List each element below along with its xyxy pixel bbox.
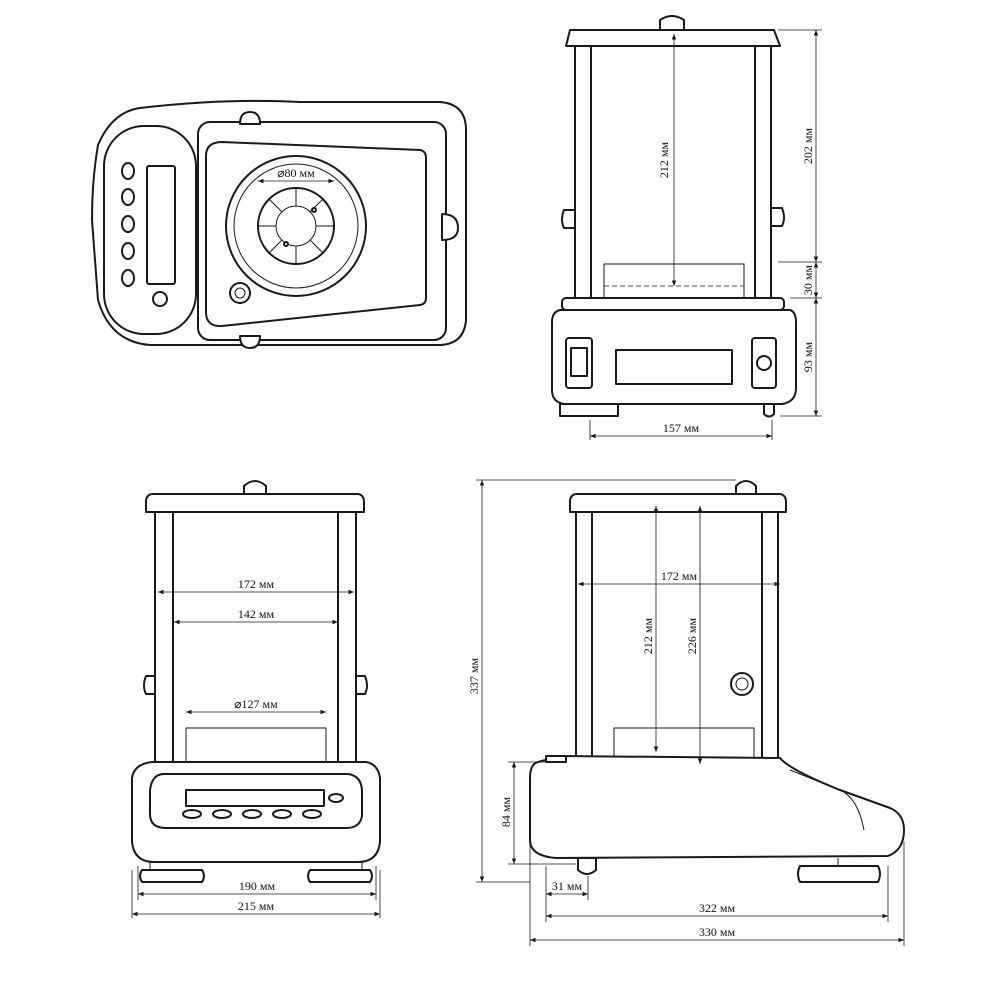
side-height-212-label: 212 мм (641, 618, 655, 655)
front-view-glass-right (337, 511, 357, 771)
back-height-platform-label: 30 мм (801, 265, 815, 296)
back-height-chamber-label: 212 мм (657, 142, 671, 179)
side-height-base-label: 84 мм (499, 797, 513, 828)
front-view-top-knob (243, 480, 267, 495)
front-view-key-4 (302, 809, 322, 819)
front-view-key-5 (182, 809, 202, 819)
side-depth-total-label: 330 мм (699, 925, 736, 939)
side-view-glass-front (575, 511, 593, 765)
front-width-base-label: 215 мм (238, 899, 275, 913)
back-view-glass-right (754, 43, 772, 301)
top-diameter-label: ⌀80 мм (277, 166, 315, 180)
top-view-led (152, 291, 168, 307)
side-view-glass-back (761, 511, 779, 765)
back-width-label: 157 мм (663, 421, 700, 435)
back-view: 212 мм 202 мм 30 мм 93 мм 157 мм (551, 15, 822, 440)
front-view-key-2 (242, 809, 262, 819)
front-view-display (185, 789, 325, 807)
side-foot-offset-label: 31 мм (552, 879, 583, 893)
side-total-height-label: 337 мм (467, 658, 481, 695)
front-view-foot-right (307, 869, 373, 883)
top-view-key-1 (121, 162, 135, 180)
back-height-glass-label: 202 мм (801, 128, 815, 165)
back-view-glass-left (574, 43, 592, 301)
side-depth-feet-label: 322 мм (699, 901, 736, 915)
back-view-top-cap (565, 29, 781, 47)
side-view: 172 мм 212 мм 226 мм 337 мм 84 мм 31 мм … (467, 479, 905, 946)
front-width-inner-label: 142 мм (238, 607, 275, 621)
side-view-top-knob (735, 480, 757, 495)
back-view-platform (561, 297, 785, 311)
front-view-key-3 (272, 809, 292, 819)
top-view-key-2 (121, 188, 135, 206)
side-view-foot-front (577, 857, 597, 875)
side-view-base (529, 755, 905, 859)
top-view-display (146, 165, 176, 285)
front-view-top-cap (145, 493, 365, 513)
side-view-top-cap (569, 493, 787, 513)
front-width-outer-label: 172 мм (238, 577, 275, 591)
top-view-handle-right (441, 213, 459, 241)
top-view-key-3 (121, 215, 135, 233)
back-view-label-plate (615, 349, 733, 385)
side-view-door-knob (730, 672, 754, 696)
front-view-glass-left (154, 511, 174, 771)
front-width-feet-label: 190 мм (239, 879, 276, 893)
back-view-foot-left (559, 403, 619, 417)
top-view-key-5 (121, 269, 135, 287)
top-view: ⌀80 мм (91, 99, 467, 349)
side-depth-top-label: 172 мм (661, 569, 698, 583)
front-view-foot-left (139, 869, 205, 883)
front-view-key-1 (212, 809, 232, 819)
side-view-foot-back (797, 865, 881, 883)
top-view-handle-top (239, 111, 261, 125)
front-view: 172 мм 142 мм ⌀127 мм 190 мм 215 мм (131, 480, 381, 918)
top-view-key-4 (121, 242, 135, 260)
front-diameter-pan-label: ⌀127 мм (234, 697, 278, 711)
side-height-226-label: 226 мм (685, 618, 699, 655)
back-view-top-knob (659, 15, 685, 31)
top-view-handle-bottom (239, 335, 261, 349)
top-view-level-bubble (229, 282, 251, 304)
back-height-base-label: 93 мм (801, 342, 815, 373)
